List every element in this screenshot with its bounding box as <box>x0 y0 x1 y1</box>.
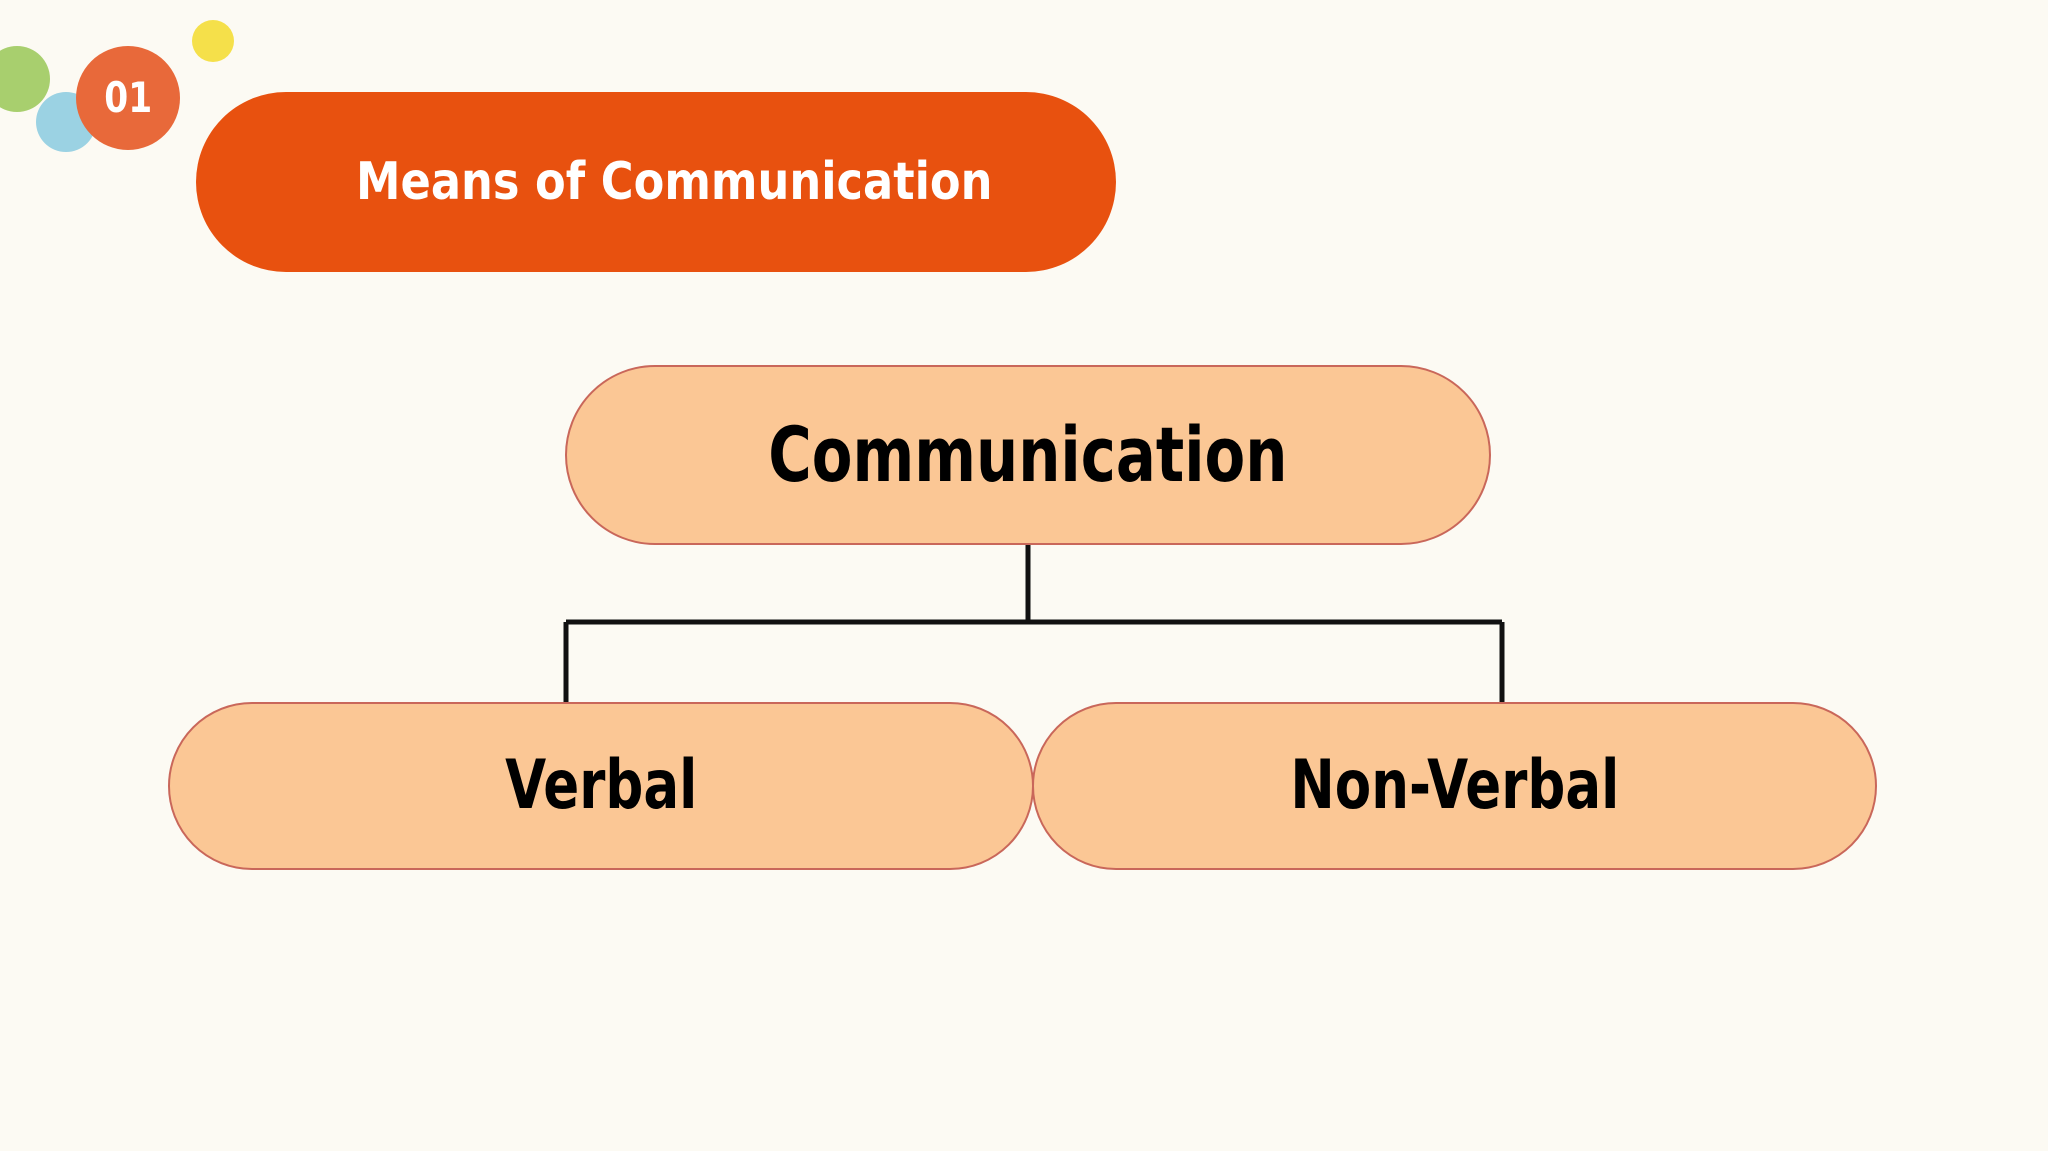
title-banner: Means of Communication <box>196 92 1116 272</box>
section-number-badge: 01 <box>76 46 180 150</box>
node-verbal-label: Verbal <box>504 746 698 825</box>
node-non-verbal[interactable]: Non-Verbal <box>1032 702 1877 870</box>
yellow-circle-decoration <box>192 20 234 62</box>
node-communication-label: Communication <box>768 410 1288 499</box>
page-title: Means of Communication <box>356 156 1096 208</box>
node-verbal[interactable]: Verbal <box>168 702 1034 870</box>
node-communication[interactable]: Communication <box>565 365 1491 545</box>
page-title-text: Means of Communication <box>356 152 993 212</box>
section-number-label: 01 <box>104 73 152 122</box>
node-non-verbal-label: Non-Verbal <box>1290 746 1619 825</box>
